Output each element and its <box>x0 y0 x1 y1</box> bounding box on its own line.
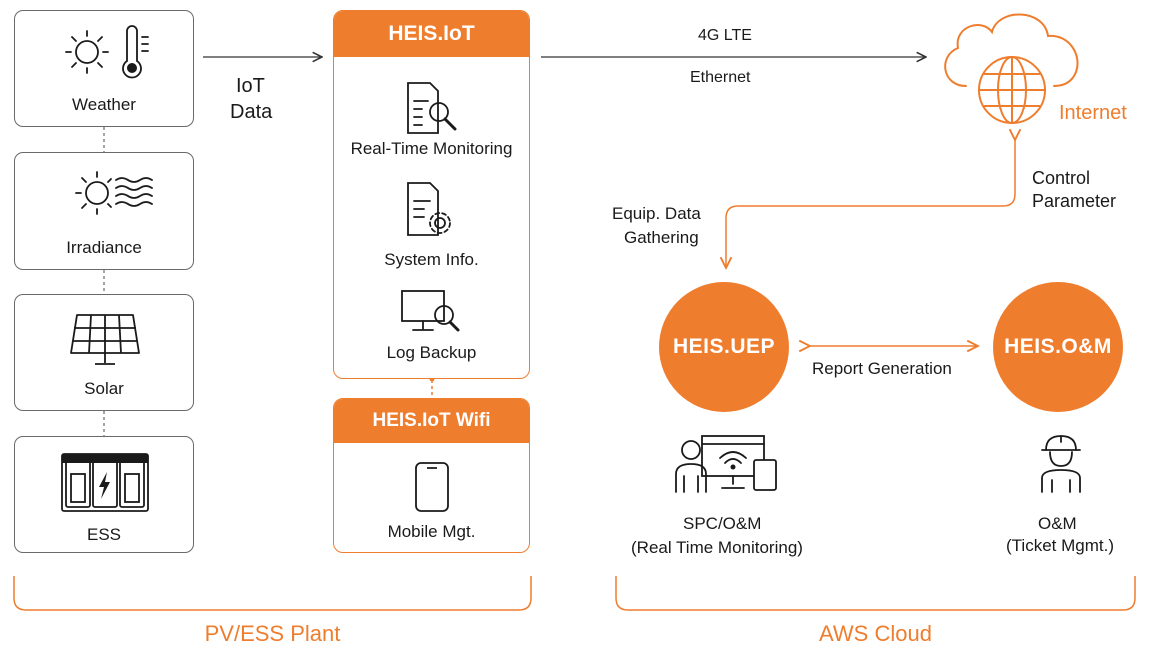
weather-card: Weather <box>14 10 194 127</box>
heis-om-node: HEIS.O&M <box>993 282 1123 412</box>
equip-data-label-2: Gathering <box>624 228 699 247</box>
om-worker-icon <box>1041 435 1081 493</box>
solar-card: Solar <box>14 294 194 411</box>
report-generation-label: Report Generation <box>812 359 952 378</box>
spc-label-1: SPC/O&M <box>683 514 762 533</box>
monitoring-doc-icon <box>407 82 457 134</box>
wifi-item-mobile: Mobile Mgt. <box>387 522 476 541</box>
cloud-bracket <box>615 576 1136 611</box>
control-label-1: Control <box>1032 168 1091 188</box>
iot-item-log-backup: Log Backup <box>386 343 477 362</box>
iot-data-label-1: IoT <box>236 75 265 97</box>
om-user-label-2: (Ticket Mgmt.) <box>1006 536 1114 555</box>
system-info-doc-icon <box>407 182 451 236</box>
ess-card: ESS <box>14 436 194 553</box>
cloud-group-label: AWS Cloud <box>819 621 932 646</box>
iot-item-system-info: System Info. <box>384 250 479 269</box>
plant-group-label: PV/ESS Plant <box>204 621 341 646</box>
weather-icon <box>65 25 149 79</box>
solar-panel-icon <box>70 314 140 365</box>
battery-icon <box>61 453 149 512</box>
heis-iot-title: HEIS.IoT <box>334 11 529 57</box>
irradiance-card: Irradiance <box>14 152 194 270</box>
irradiance-icon <box>75 171 153 215</box>
heis-iot-wifi-title: HEIS.IoT Wifi <box>334 399 529 443</box>
internet-uep-path <box>726 140 1015 268</box>
plant-bracket <box>13 576 532 611</box>
equip-data-label-1: Equip. Data <box>612 204 701 223</box>
iot-item-monitoring: Real-Time Monitoring <box>350 139 513 158</box>
spc-label-2: (Real Time Monitoring) <box>631 538 803 557</box>
irradiance-label: Irradiance <box>66 238 142 257</box>
ess-label: ESS <box>86 525 122 544</box>
om-user-label-1: O&M <box>1038 514 1077 533</box>
heis-iot-panel: HEIS.IoT Real-Time Monitoring System Inf… <box>333 10 530 379</box>
internet-label: Internet <box>1059 102 1127 124</box>
internet-cloud-icon <box>944 13 1079 124</box>
network-4g-label: 4G LTE <box>698 27 752 44</box>
network-ethernet-label: Ethernet <box>690 69 751 86</box>
heis-iot-wifi-panel: HEIS.IoT Wifi Mobile Mgt. <box>333 398 530 553</box>
solar-label: Solar <box>84 379 124 398</box>
spc-monitoring-icon <box>675 435 777 493</box>
log-backup-monitor-icon <box>401 290 460 332</box>
heis-uep-node: HEIS.UEP <box>659 282 789 412</box>
mobile-phone-icon <box>415 462 449 512</box>
control-label-2: Parameter <box>1032 191 1117 211</box>
iot-data-label-2: Data <box>230 101 273 123</box>
weather-label: Weather <box>72 95 136 114</box>
